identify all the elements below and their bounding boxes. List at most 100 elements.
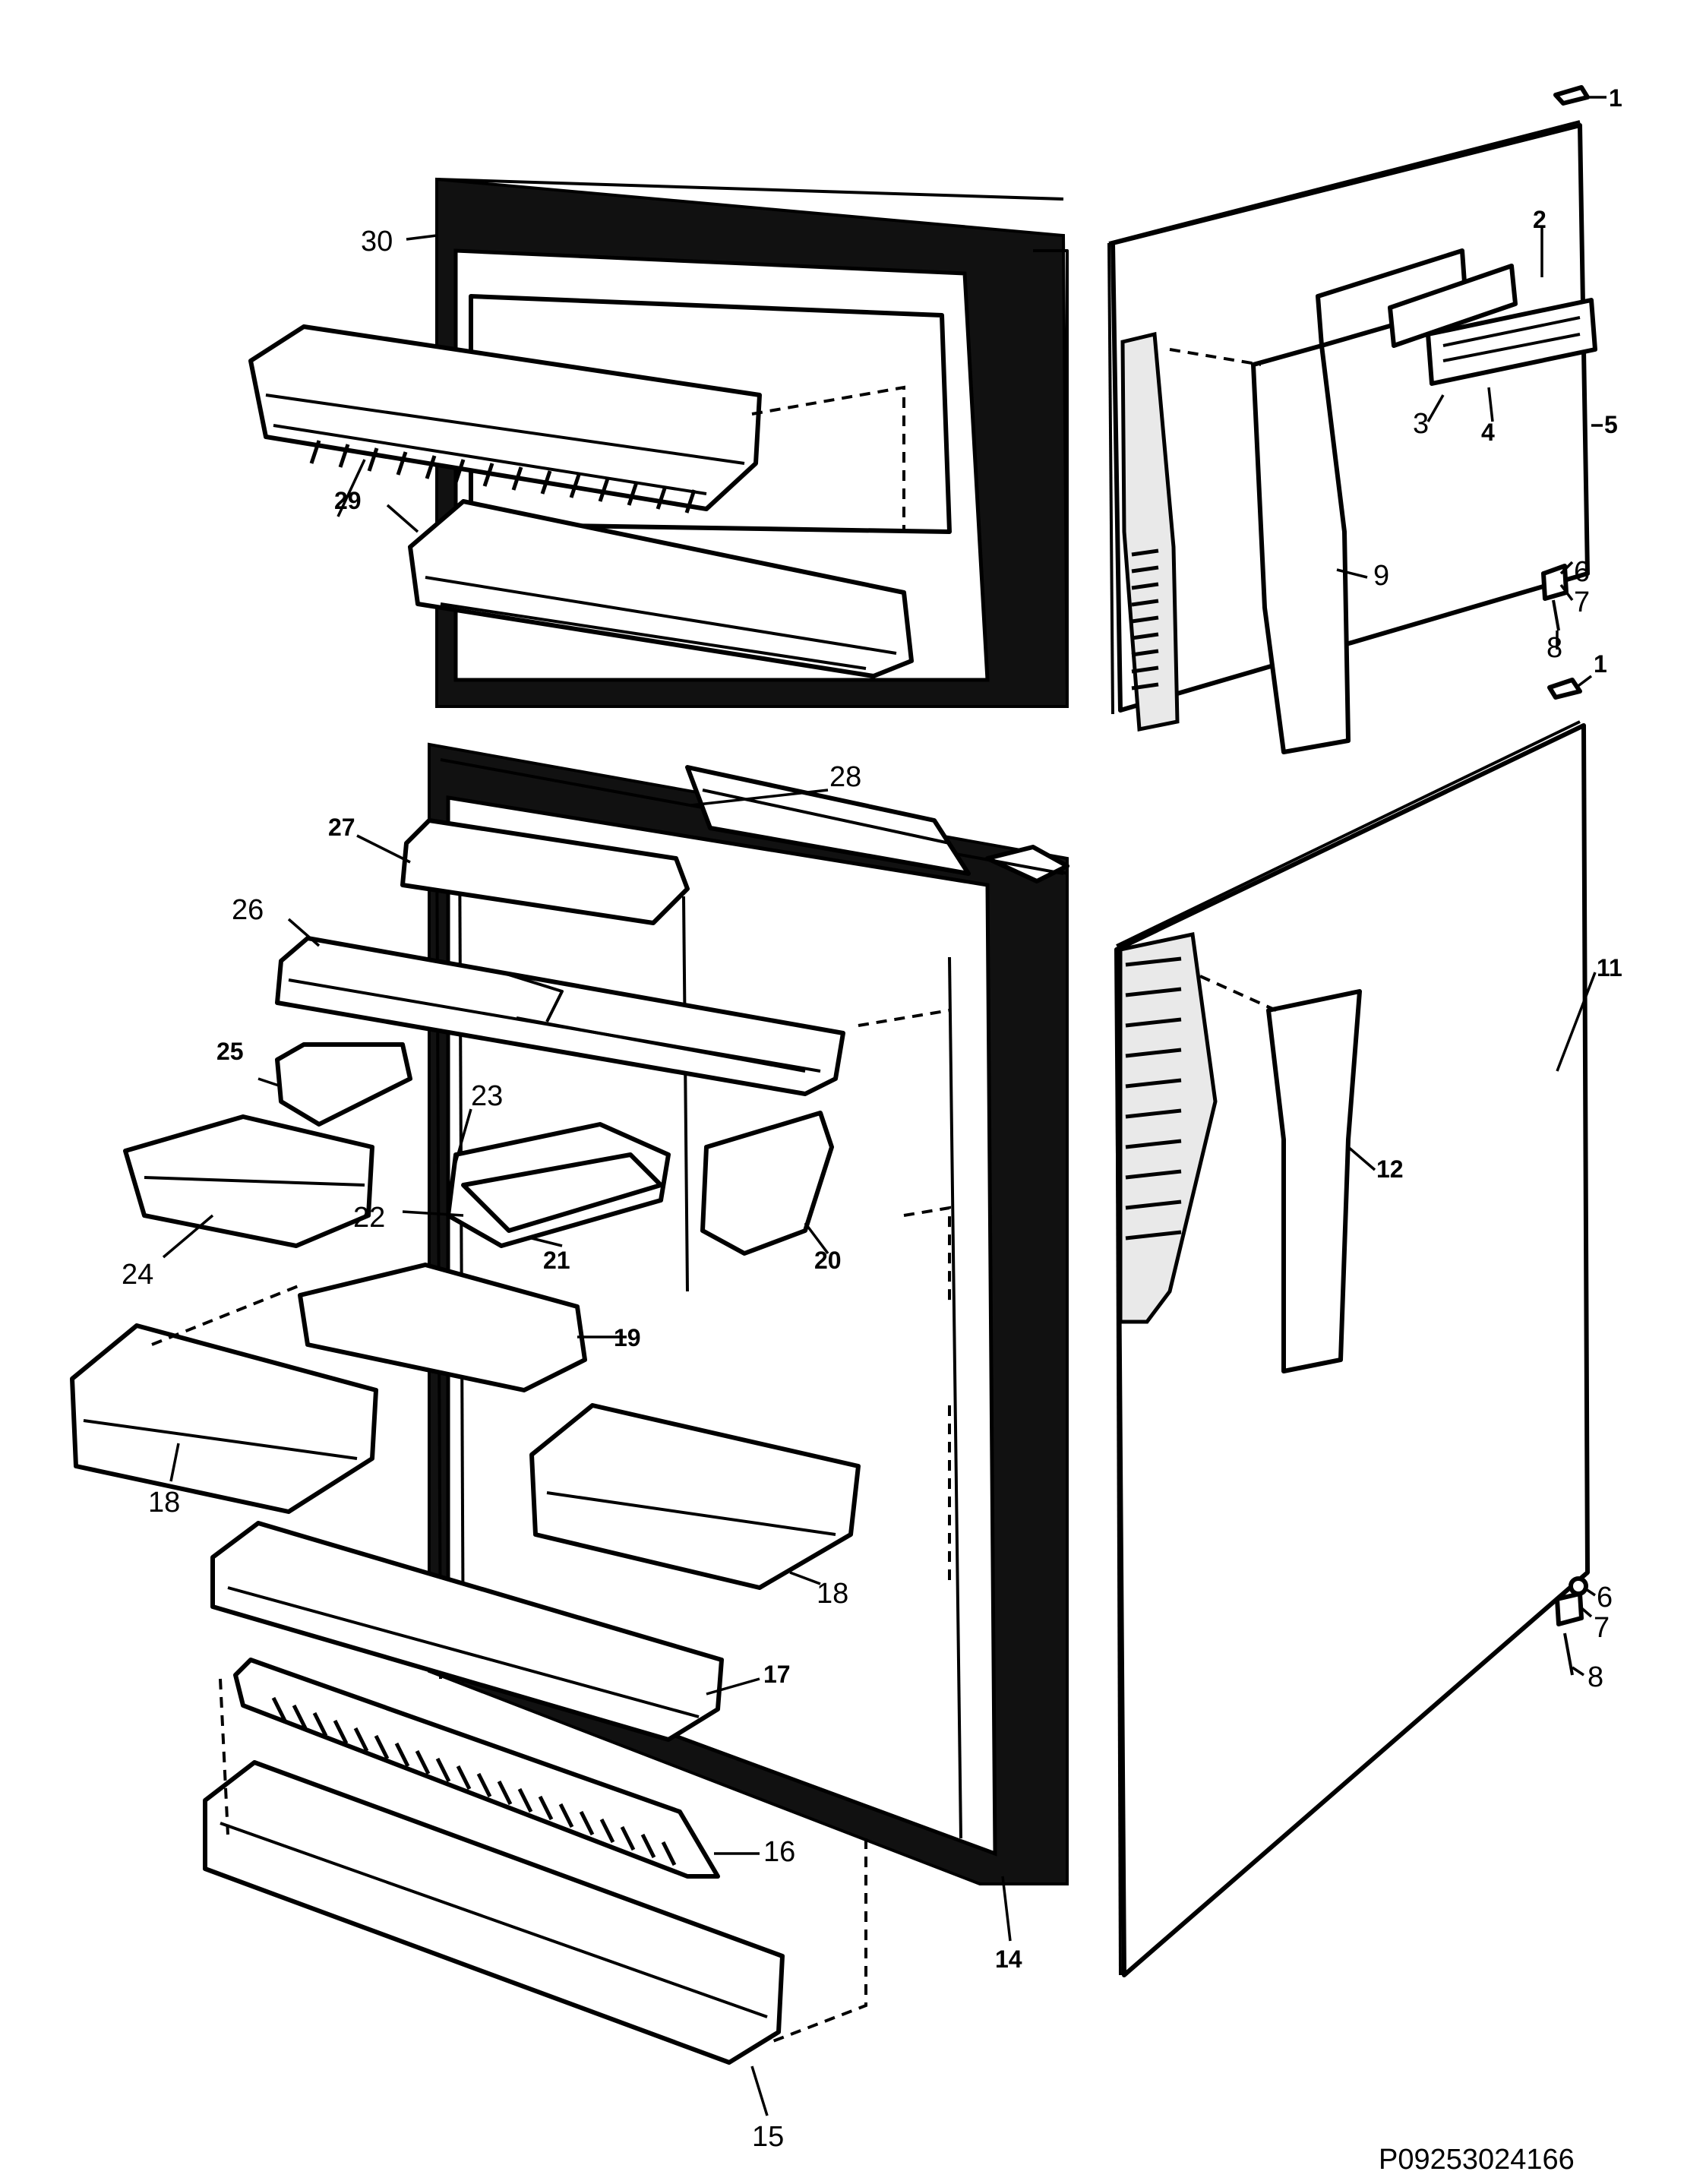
hatch-line: [1125, 956, 1182, 967]
callout-22: 22: [353, 1202, 385, 1234]
bin-part-20: [700, 1111, 834, 1256]
callout-20: 20: [814, 1247, 842, 1274]
callout-16: 16: [763, 1836, 795, 1868]
door-bin-part-18-right: [529, 1403, 861, 1590]
callout-23: 23: [471, 1080, 503, 1112]
callout-leaders: [162, 96, 1606, 2116]
callout-8-top: 8: [1546, 632, 1562, 664]
hatch-line: [497, 1780, 513, 1806]
hatch-line: [1131, 665, 1159, 674]
trim-part-16: [233, 1658, 720, 1879]
callout-18-left: 18: [148, 1487, 180, 1519]
hatch-line: [620, 1825, 636, 1851]
can-rack-part-27: [400, 818, 690, 925]
hatch-line: [1131, 632, 1159, 640]
part-code: P09253024166: [1379, 2144, 1575, 2176]
callout-4: 4: [1481, 419, 1495, 446]
hatch-line: [511, 466, 523, 491]
hatch-line: [684, 489, 697, 514]
bottom-bin-part-15: [203, 1760, 785, 2065]
hatch-line: [661, 1841, 677, 1866]
freezer-door-shelf-lower: [408, 499, 914, 678]
callout-1-mid: 1: [1594, 650, 1607, 678]
callout-1-top: 1: [1609, 84, 1622, 112]
hatch-line: [309, 440, 321, 464]
hatch-line: [271, 1696, 287, 1722]
hatch-line: [415, 1749, 431, 1775]
small-bin-part-25: [275, 1042, 412, 1127]
egg-shelf-part-26: [275, 936, 845, 1096]
hatch-line: [1131, 682, 1159, 691]
hatch-line: [374, 1734, 390, 1760]
hatch-line: [1125, 1048, 1182, 1058]
hatch-line: [1125, 1017, 1182, 1028]
callout-2: 2: [1533, 206, 1546, 233]
hatch-line: [640, 1833, 656, 1859]
hatch-line: [367, 447, 379, 472]
hatch-line: [538, 1795, 554, 1821]
hatch-line: [599, 1818, 615, 1844]
hatch-line: [338, 444, 350, 468]
hatch-line: [396, 451, 408, 476]
callout-7-bottom: 7: [1594, 1612, 1610, 1644]
callout-9: 9: [1373, 560, 1389, 592]
callout-5: 5: [1604, 411, 1618, 438]
hatch-line: [1125, 987, 1182, 997]
callout-25: 25: [216, 1038, 244, 1065]
hatch-line: [353, 1727, 369, 1753]
callout-27: 27: [328, 814, 355, 841]
hatch-line: [1131, 649, 1159, 657]
hatch-line: [1131, 548, 1159, 557]
fresh-food-inner-door: [428, 742, 1069, 1885]
callout-18-right: 18: [817, 1578, 848, 1610]
callout-21: 21: [543, 1247, 570, 1274]
callout-30: 30: [361, 226, 393, 258]
callout-19: 19: [614, 1324, 641, 1351]
callout-12: 12: [1376, 1155, 1404, 1183]
callout-7-top: 7: [1574, 586, 1590, 618]
fresh-food-outer-door: [1114, 678, 1590, 1977]
hatch-line: [453, 459, 466, 483]
callout-8-bottom: 8: [1588, 1661, 1603, 1693]
hatch-line: [482, 463, 494, 487]
hatch-line: [435, 1757, 451, 1783]
hatch-line: [558, 1803, 574, 1828]
hatch-line: [292, 1704, 308, 1730]
callout-24: 24: [122, 1259, 153, 1291]
hatch-line: [1125, 1139, 1182, 1149]
hatch-line: [540, 470, 552, 495]
callout-6-bottom: 6: [1597, 1582, 1613, 1614]
freezer-door-shelf-upper: [248, 324, 762, 514]
hatch-line: [312, 1711, 328, 1737]
hatch-line: [1131, 582, 1159, 590]
callout-28: 28: [829, 761, 861, 793]
hatch-line: [579, 1810, 595, 1836]
hatch-line: [1131, 615, 1159, 624]
callout-labels: 1 2 3 4 5 6 7 8 9 1 11 12 6 7 8 30 29 28…: [122, 84, 1622, 2153]
hatch-line: [1125, 1078, 1182, 1089]
shelf-part-19: [298, 1263, 587, 1392]
freezer-outer-door: [1107, 85, 1597, 754]
hatch-line: [517, 1787, 533, 1813]
callout-17: 17: [763, 1661, 791, 1688]
hatch-line: [627, 482, 639, 506]
hatch-line: [1125, 1230, 1182, 1241]
bin-assembly-parts-21-22-23: [446, 1122, 671, 1248]
callout-14: 14: [995, 1945, 1022, 1973]
callout-15: 15: [752, 2121, 784, 2153]
callout-29: 29: [334, 487, 362, 514]
hatch-line: [1125, 1199, 1182, 1210]
hatch-line: [1125, 1108, 1182, 1119]
hatch-line: [1131, 599, 1159, 607]
hatch-line: [394, 1742, 410, 1768]
hatch-line: [333, 1719, 349, 1745]
hatch-line: [1125, 1169, 1182, 1180]
callout-26: 26: [232, 894, 264, 926]
callout-6-top: 6: [1574, 556, 1590, 588]
callout-11: 11: [1597, 954, 1622, 981]
hatch-line: [569, 474, 581, 498]
hatch-line: [476, 1772, 492, 1798]
hatch-line: [656, 485, 668, 510]
door-bin-part-17: [210, 1521, 724, 1742]
